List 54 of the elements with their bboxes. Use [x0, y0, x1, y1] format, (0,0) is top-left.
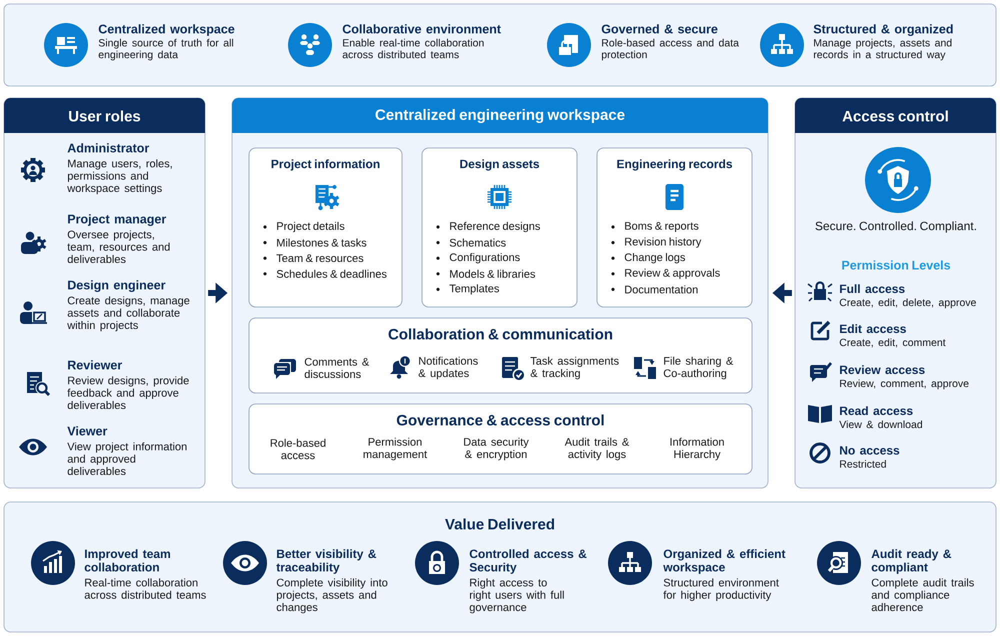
- feature-item: Structured & organized Manage projects, assets and records in a structured way: [814, 24, 953, 60]
- banner-background: [4, 4, 996, 86]
- list-item: Boms & reports: [611, 222, 698, 232]
- section-heading: Permission Levels: [842, 260, 950, 270]
- value-item: Improved team collaboration Real-time collaboration across distributed teams: [84, 549, 206, 599]
- feature-label: Comments & discussions: [304, 358, 370, 378]
- value-item: Audit ready & compliant Complete audit trails and compliance adherence: [872, 549, 974, 612]
- feature-label: Notifications & updates: [418, 356, 478, 380]
- feature-label: Audit trails & activity logs: [564, 438, 630, 460]
- value-item: Controlled access & Security Right access to right users with full governance: [470, 549, 586, 614]
- feature-label: Data security & encryption: [464, 438, 529, 460]
- value-item: Better visibility & traceability Complete visibility into projects, assets and changes: [276, 549, 388, 614]
- permission-item: Review access Review, comment, approve: [840, 365, 969, 390]
- feature-item: Centralized workspace Single source of truth for all engineering data: [98, 24, 234, 60]
- card-title: Design assets: [460, 159, 540, 171]
- role-item: Design engineer Create designs, manage assets and collaborate within projects: [67, 280, 190, 332]
- list-item: Templates: [436, 284, 499, 295]
- list-item: Revision history: [611, 237, 702, 248]
- value-item: Organized & efficient workspace Structured environment for higher productivity: [663, 549, 786, 601]
- panel-header: Access control: [795, 98, 996, 133]
- permission-item: No access Restricted: [840, 446, 900, 468]
- list-item: Team & resources: [263, 254, 364, 262]
- feature-label: Task assignments & tracking: [530, 356, 619, 380]
- feature-label: File sharing & Co-authoring: [664, 356, 734, 380]
- list-item: Change logs: [611, 253, 685, 264]
- section-title: Governance & access control: [396, 414, 604, 426]
- card-title: Project information: [272, 159, 380, 171]
- feature-item: Collaborative environment Enable real-time collaboration across distributed teams: [342, 24, 501, 58]
- list-item: Review & approvals: [611, 268, 720, 279]
- feature-label: Permission management: [364, 438, 427, 460]
- section-title: Value Delivered: [445, 518, 554, 530]
- permission-item: Full access Create, edit, delete, approve: [840, 284, 976, 308]
- permission-item: Read access View & download: [839, 406, 922, 428]
- role-item: Project manager Oversee projects, team, resources and deliverables: [67, 214, 170, 264]
- tagline: Secure. Controlled. Compliant.: [816, 221, 976, 233]
- list-item: Schedules & deadlines: [263, 270, 387, 278]
- section-title: Collaboration & communication: [388, 328, 612, 340]
- feature-label: Information Hierarchy: [670, 438, 724, 460]
- list-item: Schematics: [436, 238, 506, 247]
- feature-item: Governed & secure Role-based access and data protection: [602, 24, 739, 60]
- role-item: Reviewer Review designs, provide feedback and approve deliverables: [67, 360, 189, 410]
- card-title: Engineering records: [617, 159, 732, 171]
- panel-header: User roles: [4, 98, 205, 133]
- list-item: Documentation: [611, 285, 698, 294]
- list-item: Models & libraries: [436, 270, 536, 278]
- role-item: Administrator Manage users, roles, permissions and workspace settings: [67, 143, 172, 194]
- list-item: Project details: [263, 222, 344, 232]
- list-item: Milestones & tasks: [263, 238, 366, 247]
- role-item: Viewer View project information and approved deliverables: [67, 426, 186, 476]
- list-item: Configurations: [436, 253, 520, 264]
- list-item: Reference designs: [436, 222, 540, 232]
- panel-header: Centralized engineering workspace: [232, 98, 768, 133]
- feature-label: Role-based access: [270, 438, 326, 460]
- permission-item: Edit access Create, edit, comment: [840, 324, 946, 348]
